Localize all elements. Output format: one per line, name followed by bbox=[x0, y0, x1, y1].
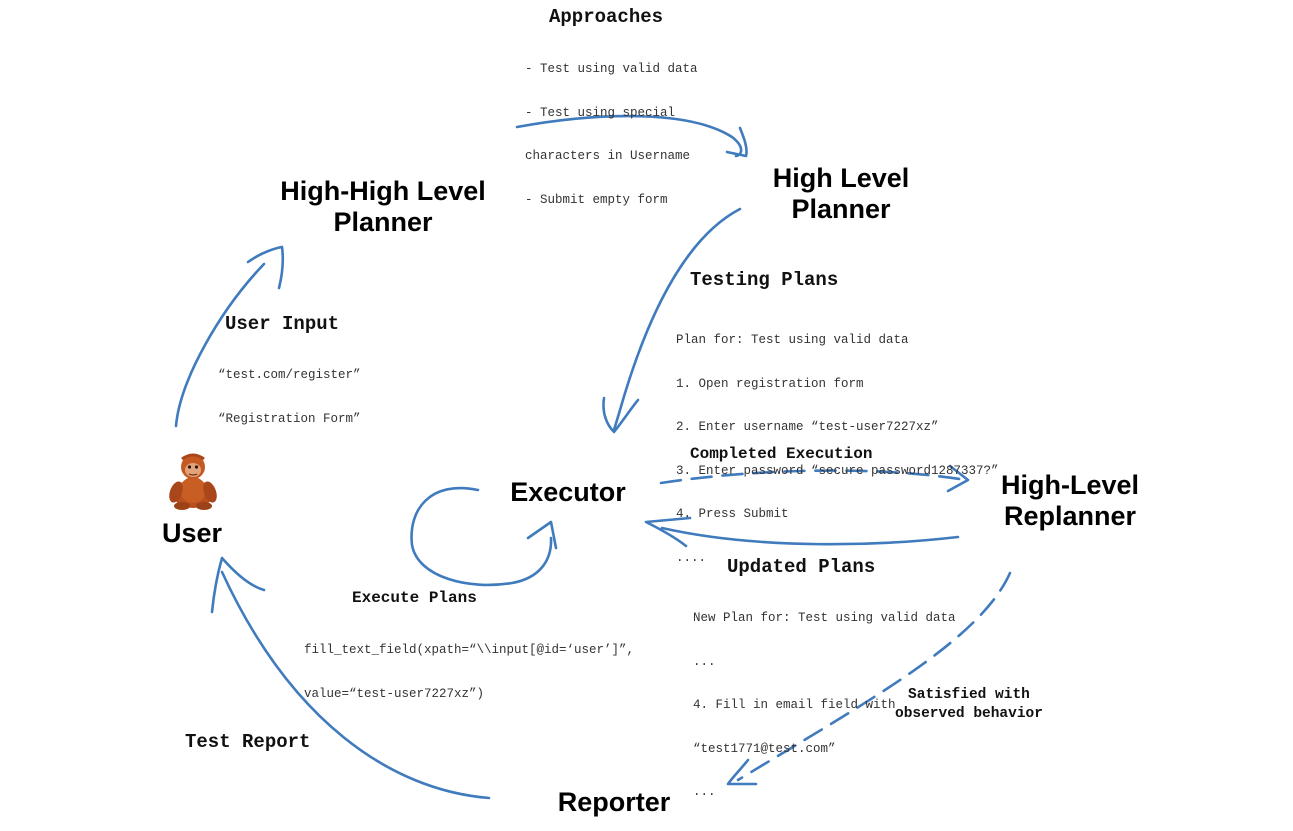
approach-item: - Submit empty form bbox=[525, 192, 668, 207]
execute-plans-code: fill_text_field(xpath=“\\input[@id=‘user… bbox=[304, 614, 634, 716]
approach-item: characters in Username bbox=[525, 149, 691, 163]
node-label-line: High-Level bbox=[1000, 470, 1140, 500]
arrowhead-execute-plans-loop bbox=[526, 520, 558, 550]
approaches-list: - Test using valid data - Test using spe… bbox=[525, 33, 698, 222]
user-input-item: “test.com/register” bbox=[218, 368, 361, 382]
completed-execution-label: Completed Execution bbox=[690, 445, 873, 463]
arrow-completed-execution bbox=[659, 469, 968, 485]
arrow-satisfied bbox=[736, 571, 1012, 782]
execute-plans-title: Execute Plans bbox=[352, 589, 477, 607]
updated-plan-step: New Plan for: Test using valid data bbox=[693, 611, 956, 625]
plan-step: 4. Press Submit bbox=[676, 507, 789, 521]
updated-plan-step: “test1771@test.com” bbox=[693, 741, 836, 756]
execute-code-line: value=“test-user7227xz”) bbox=[304, 686, 485, 701]
satisfied-label: Satisfied with observed behavior bbox=[895, 686, 1043, 724]
node-label-line: High Level bbox=[772, 163, 910, 193]
updated-plan-step: 4. Fill in email field with bbox=[693, 698, 896, 712]
node-user: User bbox=[142, 518, 242, 549]
node-label-line: High-High Level bbox=[280, 176, 486, 206]
node-label: Executor bbox=[510, 477, 626, 507]
test-report-label: Test Report bbox=[185, 731, 311, 753]
testing-plans-list: Plan for: Test using valid data 1. Open … bbox=[676, 304, 999, 580]
arrow-updated-plans bbox=[660, 526, 960, 546]
node-reporter: Reporter bbox=[534, 787, 694, 818]
node-label-line: Replanner bbox=[1003, 501, 1137, 531]
plan-step: Plan for: Test using valid data bbox=[676, 333, 909, 347]
updated-plans-list: New Plan for: Test using valid data ... … bbox=[693, 582, 956, 814]
arrowhead-satisfied bbox=[726, 758, 758, 786]
user-input-item: “Registration Form” bbox=[218, 411, 361, 426]
testing-plans-title: Testing Plans bbox=[690, 269, 839, 291]
arrowhead-test-report bbox=[210, 556, 266, 614]
arrow-testing-plans bbox=[612, 207, 742, 432]
satisfied-line: Satisfied with bbox=[908, 687, 1030, 703]
plan-step: 1. Open registration form bbox=[676, 376, 864, 391]
satisfied-line: observed behavior bbox=[895, 706, 1043, 722]
node-label-line: Planner bbox=[333, 207, 433, 237]
arrow-execute-plans-loop bbox=[410, 486, 553, 587]
arrowhead-approaches bbox=[725, 126, 748, 158]
plan-step: .... bbox=[676, 550, 707, 565]
arrowhead-updated-plans bbox=[644, 516, 692, 548]
updated-plan-step: ... bbox=[693, 785, 716, 799]
updated-plan-step: ... bbox=[693, 654, 716, 669]
node-label-line: Planner bbox=[791, 194, 891, 224]
arrowhead-testing-plans bbox=[602, 396, 640, 434]
execute-code-line: fill_text_field(xpath=“\\input[@id=‘user… bbox=[304, 643, 635, 657]
updated-plans-title: Updated Plans bbox=[727, 556, 876, 578]
user-input-title: User Input bbox=[225, 313, 340, 335]
approach-item: - Test using special bbox=[525, 105, 676, 120]
node-high-high-level-planner: High-High Level Planner bbox=[268, 176, 498, 238]
node-label: Reporter bbox=[557, 787, 671, 817]
arrow-test-report bbox=[220, 570, 491, 800]
arrow-user-input bbox=[174, 262, 266, 428]
plan-step: 3. Enter password “secure password128733… bbox=[676, 463, 999, 478]
approach-item: - Test using valid data bbox=[525, 62, 698, 76]
node-high-level-planner: High Level Planner bbox=[751, 163, 931, 225]
plan-step: 2. Enter username “test-user7227xz” bbox=[676, 420, 939, 434]
arrowhead-completed-execution bbox=[946, 464, 970, 493]
approaches-title: Approaches bbox=[549, 6, 664, 28]
node-executor: Executor bbox=[488, 477, 648, 508]
user-input-list: “test.com/register” “Registration Form” bbox=[218, 339, 361, 441]
arrowhead-user-input bbox=[246, 245, 285, 290]
orangutan-icon bbox=[169, 453, 217, 510]
arrow-approaches bbox=[515, 114, 743, 158]
node-high-level-replanner: High-Level Replanner bbox=[980, 470, 1160, 532]
node-label: User bbox=[161, 518, 223, 548]
